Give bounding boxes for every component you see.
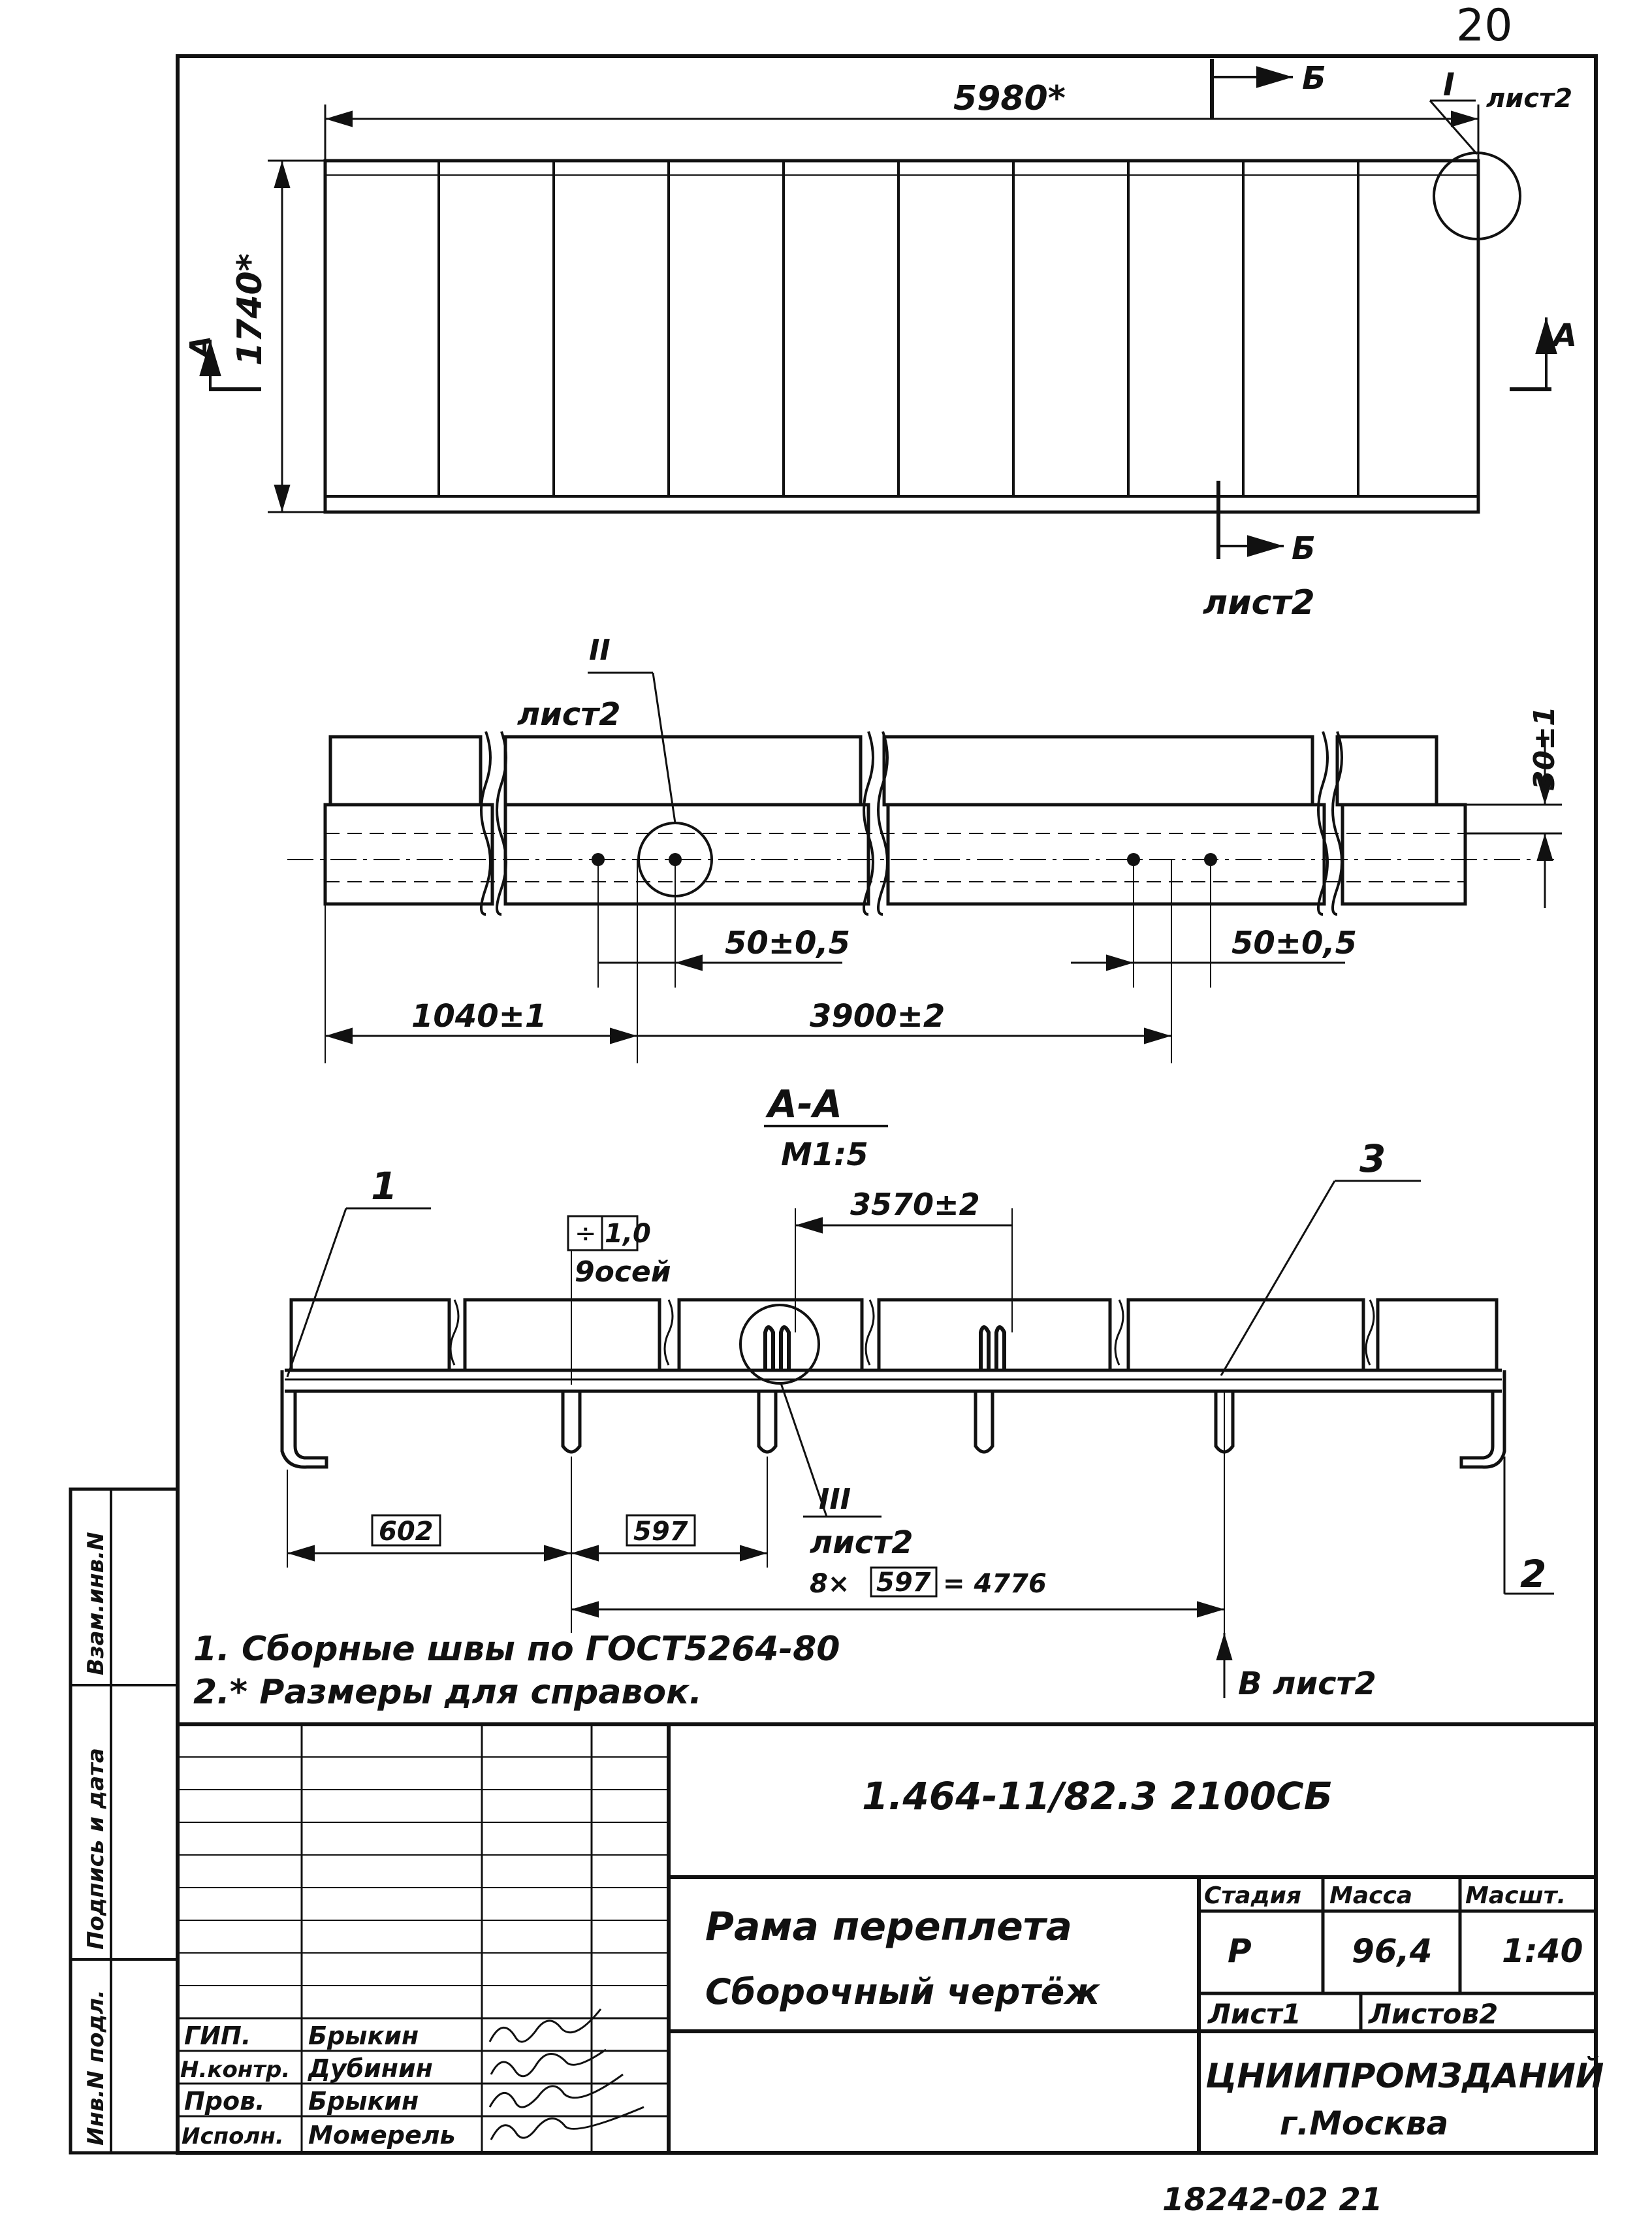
elevation-view: II лист2 30±1 50±0,5 50±0,5 1040±1 3900±… (287, 634, 1562, 1063)
dim-50-right: 50±0,5 (1231, 925, 1357, 961)
name-gip: Брыкин (308, 2022, 419, 2050)
signature-1 (488, 2008, 602, 2043)
dim-3570: 3570±2 (850, 1187, 980, 1222)
bottom-code: 18242-02 21 (1162, 2182, 1382, 2218)
signature-2 (490, 2048, 607, 2078)
section-aa-scale: М1:5 (781, 1136, 868, 1173)
repeat-total: = 4776 (943, 1569, 1047, 1599)
city: г.Москва (1280, 2104, 1448, 2142)
detail-iii-sheet: лист2 (810, 1524, 913, 1561)
title-block: ГИП. Брыкин Н.контр. Дубинин Пров. Брыки… (178, 1722, 1604, 2153)
stamp-inv-orig: Инв.N подл. (83, 1989, 109, 2146)
dim-1040: 1040±1 (411, 998, 547, 1035)
detail-ii-sheet: лист2 (517, 696, 620, 733)
position-2: 2 (1520, 1552, 1546, 1596)
col-scale: Масшт. (1465, 1882, 1566, 1909)
drawing-frame (176, 54, 1598, 2155)
name-ispoln: Момерель (308, 2121, 456, 2150)
position-3: 3 (1359, 1136, 1386, 1181)
plan-height-dim: 1740* (230, 253, 270, 366)
organization: ЦНИИПРОМЗДАНИЙ (1205, 2056, 1604, 2096)
to-sheet-2: В лист2 (1238, 1666, 1376, 1702)
detail-ii-label: II (589, 634, 611, 667)
detail-iii-label: III (819, 1483, 851, 1516)
dim-50-left: 50±0,5 (725, 925, 850, 961)
detail-i-sheet: лист2 (1486, 84, 1572, 114)
dim-30: 30±1 (1528, 706, 1561, 790)
note-1: 1. Сборные швы по ГОСТ5264-80 (193, 1630, 840, 1669)
role-ispoln: Исполн. (182, 2123, 284, 2150)
doc-code: 1.464-11/82.3 2100СБ (862, 1774, 1333, 1818)
doc-name: Рама переплета (705, 1904, 1072, 1950)
mass-value: 96,4 (1352, 1932, 1432, 1970)
doc-type: Сборочный чертёж (705, 1971, 1100, 2012)
section-b-top-label: Б (1302, 60, 1326, 97)
sheets-total: Листов2 (1367, 1998, 1498, 2030)
section-aa: А-А М1:5 II (280, 1082, 1554, 1702)
side-stamp (69, 1487, 180, 2155)
tolerance-value: 1,0 (605, 1219, 651, 1249)
role-gip: ГИП. (184, 2022, 251, 2050)
detail-i-label: I (1443, 67, 1455, 103)
position-1: 1 (371, 1164, 397, 1208)
signature-3 (488, 2073, 624, 2108)
tolerance-note: 9осей (575, 1255, 671, 1289)
name-nkontr: Дубинин (308, 2054, 433, 2083)
section-aa-title: А-А (765, 1082, 842, 1126)
plan-bottom-sheet-ref: лист2 (1203, 583, 1315, 622)
page-number: 20 (1456, 0, 1513, 52)
col-stage: Стадия (1204, 1882, 1301, 1909)
name-prov: Брыкин (308, 2087, 419, 2116)
role-prov: Пров. (184, 2087, 265, 2116)
repeat-box: 597 (876, 1568, 931, 1598)
plan-view: 5980* 1740* А Б Б А I лист2 лист2 (184, 59, 1577, 622)
plan-length-dim: 5980* (953, 79, 1066, 118)
role-nkontr: Н.контр. (180, 2057, 290, 2083)
signature-4 (490, 2106, 644, 2140)
section-a-right-label: А (1550, 317, 1577, 354)
note-2: 2.* Размеры для справок. (193, 1673, 702, 1712)
scale-value: 1:40 (1502, 1932, 1583, 1970)
sheet-number: Лист1 (1207, 1998, 1301, 2030)
dim-602: 602 (379, 1517, 434, 1547)
stage-value: Р (1228, 1932, 1252, 1970)
dim-597: 597 (633, 1517, 688, 1547)
col-mass: Масса (1329, 1882, 1412, 1909)
tolerance-sign: ÷ (575, 1219, 597, 1249)
dim-3900: 3900±2 (810, 998, 945, 1035)
stamp-inv-replace: Взам.инв.N (83, 1532, 109, 1675)
repeat-prefix: 8× (810, 1569, 850, 1599)
section-b-bottom-label: Б (1292, 530, 1316, 567)
plan-section-left-label: А (184, 336, 217, 360)
stamp-sign-date: Подпись и дата (83, 1748, 109, 1950)
detail-iii-circle (739, 1304, 820, 1385)
